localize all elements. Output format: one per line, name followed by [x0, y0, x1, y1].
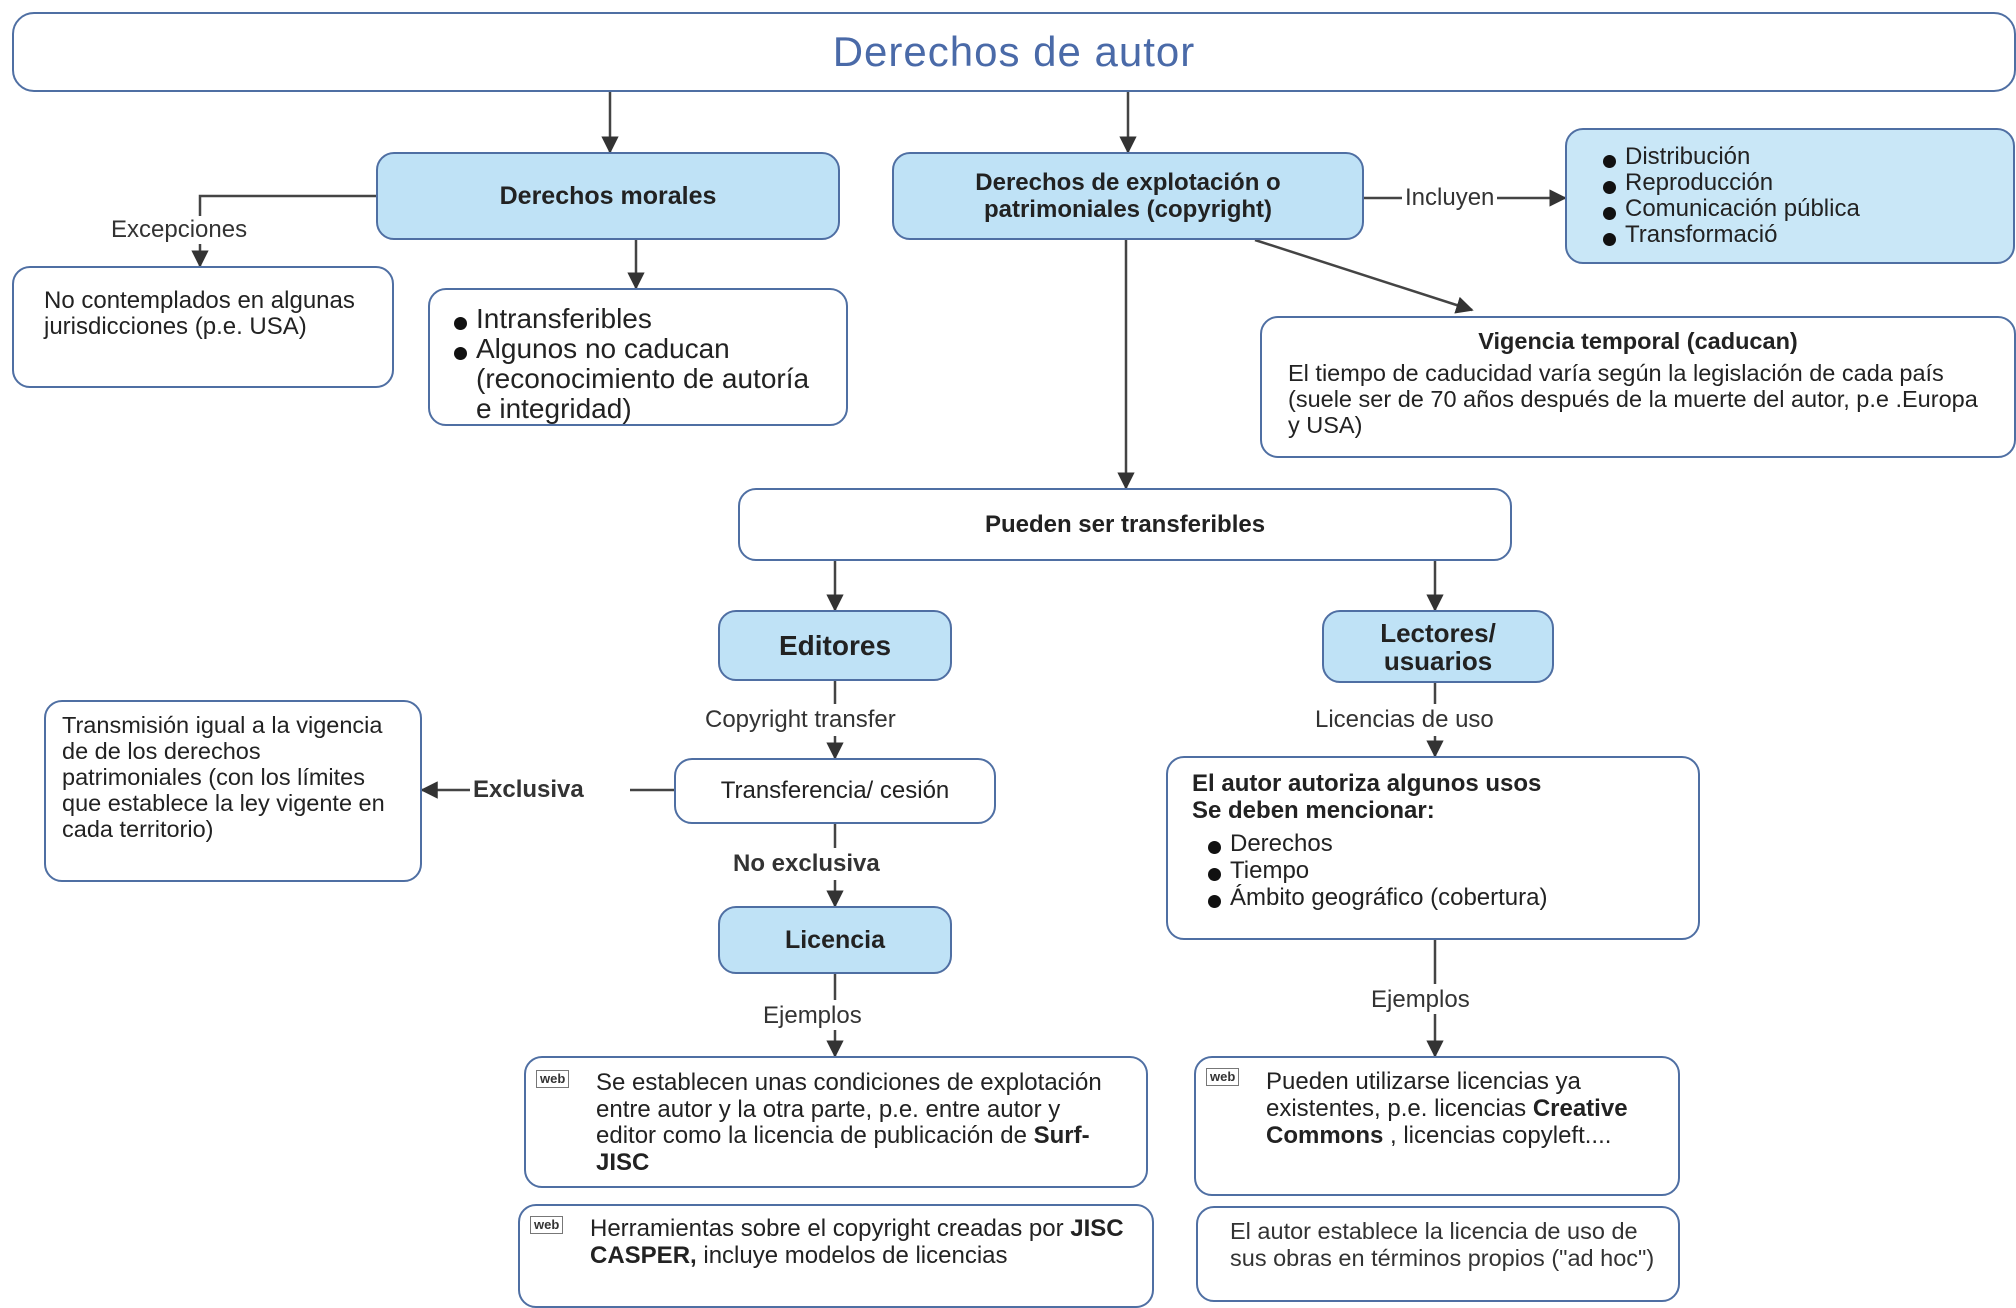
moral-rights-details: Intransferibles Algunos no caducan (reco… — [428, 288, 848, 426]
surf-jisc-link[interactable]: Surf-JISC — [596, 1122, 1090, 1176]
includes-label: Incluyen — [1402, 184, 1498, 212]
readers-examples-label: Ejemplos — [1368, 986, 1473, 1014]
exceptions-box: No contemplados en algunas jurisdiccione… — [12, 266, 394, 388]
includes-item: Distribución — [1599, 144, 1981, 170]
example-text: El autor establece la licencia de uso de… — [1230, 1218, 1655, 1271]
moral-rights-title: Derechos morales — [499, 181, 717, 210]
publishers-examples-label: Ejemplos — [760, 1002, 865, 1030]
example-text: Herramientas sobre el copyright creadas … — [590, 1215, 1071, 1242]
license-terms-line2: Se deben mencionar: — [1192, 797, 1435, 824]
license-node: Licencia — [718, 906, 952, 974]
includes-item: Reproducción — [1599, 170, 1981, 196]
includes-box: Distribución Reproducción Comunicación p… — [1565, 128, 2015, 264]
transferable-title: Pueden ser transferibles — [984, 510, 1266, 538]
copyright-transfer-label: Copyright transfer — [702, 706, 899, 734]
license-term-item: Tiempo — [1204, 857, 1674, 884]
readers-node: Lectores/ usuarios — [1322, 610, 1554, 683]
web-icon[interactable]: web — [536, 1070, 570, 1088]
publishers-title: Editores — [778, 629, 892, 661]
diagram-title: Derechos de autor — [832, 28, 1196, 75]
readers-example-1: web Pueden utilizarse licencias ya exist… — [1194, 1056, 1680, 1196]
non-exclusive-label: No exclusiva — [730, 850, 883, 878]
moral-item: Algunos no caducan (reconocimiento de au… — [450, 334, 826, 424]
includes-item: Comunicación pública — [1599, 196, 1981, 222]
validity-title: Vigencia temporal (caducan) — [1478, 328, 1798, 354]
publishers-example-2: web Herramientas sobre el copyright crea… — [518, 1204, 1154, 1308]
license-terms-line1: El autor autoriza algunos usos — [1192, 770, 1542, 797]
economic-rights-title: Derechos de explotación o patrimoniales … — [975, 169, 1281, 223]
jisc-casper-link[interactable]: JISC CASPER, — [590, 1215, 1124, 1269]
title-box: Derechos de autor — [12, 12, 2016, 92]
example-text: incluye modelos de licencias — [696, 1241, 1008, 1269]
licenses-label: Licencias de uso — [1312, 706, 1497, 734]
validity-text: El tiempo de caducidad varía según la le… — [1288, 360, 1978, 438]
readers-title: Lectores/ usuarios — [1380, 617, 1496, 676]
validity-box: Vigencia temporal (caducan) El tiempo de… — [1260, 316, 2016, 458]
web-icon[interactable]: web — [1206, 1068, 1240, 1086]
example-text: Pueden utilizarse licencias ya existente… — [1266, 1068, 1581, 1122]
web-icon[interactable]: web — [530, 1216, 564, 1234]
exclusive-text: Transmisión igual a la vigencia de de lo… — [62, 712, 385, 842]
moral-item: Intransferibles — [450, 304, 826, 334]
publishers-node: Editores — [718, 610, 952, 681]
economic-rights-node: Derechos de explotación o patrimoniales … — [892, 152, 1364, 240]
license-term-item: Derechos — [1204, 830, 1674, 857]
example-text: Se establecen unas condiciones de explot… — [596, 1069, 1102, 1149]
license-term-item: Ámbito geográfico (cobertura) — [1204, 884, 1674, 911]
license-title: Licencia — [784, 925, 886, 954]
transfer-text: Transferencia/ cesión — [720, 777, 950, 804]
readers-example-2: El autor establece la licencia de uso de… — [1196, 1206, 1680, 1302]
moral-rights-node: Derechos morales — [376, 152, 840, 240]
transferable-node: Pueden ser transferibles — [738, 488, 1512, 561]
license-terms-box: El autor autoriza algunos usos Se deben … — [1166, 756, 1700, 940]
example-text: , licencias copyleft.... — [1383, 1122, 1612, 1149]
creative-commons-link[interactable]: Creative Commons — [1266, 1095, 1628, 1149]
transfer-box: Transferencia/ cesión — [674, 758, 996, 824]
exceptions-text: No contemplados en algunas jurisdiccione… — [44, 287, 355, 340]
includes-item: Transformació — [1599, 222, 1981, 248]
exclusive-box: Transmisión igual a la vigencia de de lo… — [44, 700, 422, 882]
exclusive-label: Exclusiva — [470, 776, 587, 804]
publishers-example-1: web Se establecen unas condiciones de ex… — [524, 1056, 1148, 1188]
exceptions-label: Excepciones — [108, 216, 251, 244]
